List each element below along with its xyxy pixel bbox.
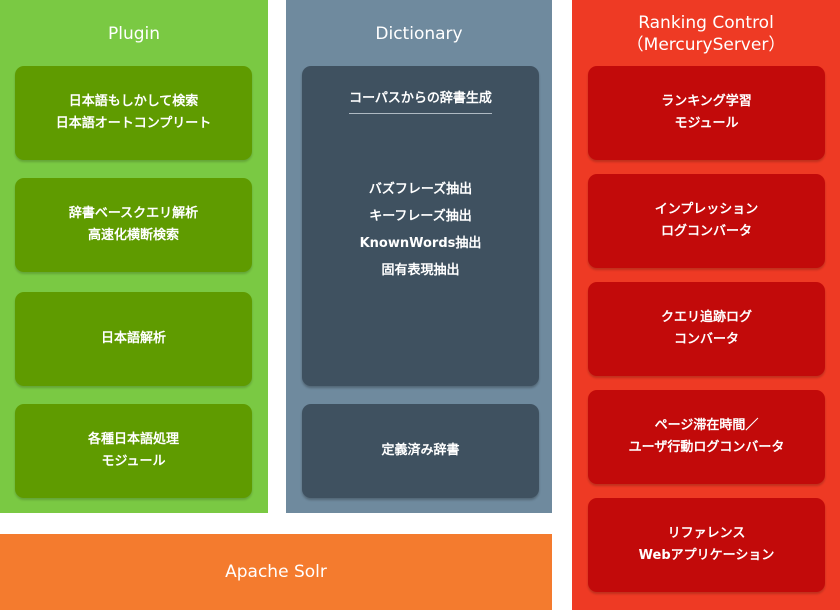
ranking-column: Ranking Control （MercuryServer） ランキング学習 … bbox=[572, 0, 840, 610]
dictionary-box-corpus: コーパスからの辞書生成 バズフレーズ抽出 キーフレーズ抽出 KnownWords… bbox=[302, 66, 539, 386]
ranking-box-query-tracking: クエリ追跡ログ コンバータ bbox=[588, 282, 825, 376]
box-line: 定義済み辞書 bbox=[381, 443, 460, 458]
ranking-title: Ranking Control （MercuryServer） bbox=[572, 12, 840, 56]
box-line: 高速化横断検索 bbox=[87, 228, 179, 243]
corpus-item: キーフレーズ抽出 bbox=[369, 209, 472, 224]
box-line: リファレンス bbox=[667, 526, 746, 541]
box-line: 各種日本語処理 bbox=[87, 432, 179, 447]
box-line: コンバータ bbox=[673, 332, 739, 347]
box-line: 日本語もしかして検索 bbox=[68, 94, 199, 109]
plugin-box-autocomplete: 日本語もしかして検索 日本語オートコンプリート bbox=[15, 66, 252, 160]
box-line: 辞書ベースクエリ解析 bbox=[68, 206, 199, 221]
ranking-box-dwell-time: ページ滞在時間／ ユーザ行動ログコンバータ bbox=[588, 390, 825, 484]
dictionary-box-defined: 定義済み辞書 bbox=[302, 404, 539, 498]
plugin-title: Plugin bbox=[107, 24, 161, 44]
corpus-item: KnownWords抽出 bbox=[359, 236, 482, 251]
solr-label: Apache Solr bbox=[225, 562, 327, 582]
plugin-box-query-analysis: 辞書ベースクエリ解析 高速化横断検索 bbox=[15, 178, 252, 272]
box-line: モジュール bbox=[674, 116, 739, 131]
ranking-box-impression: インプレッション ログコンバータ bbox=[588, 174, 825, 268]
corpus-heading: コーパスからの辞書生成 bbox=[349, 88, 492, 114]
dictionary-title: Dictionary bbox=[375, 24, 463, 44]
corpus-item: バズフレーズ抽出 bbox=[368, 182, 473, 197]
box-line: Webアプリケーション bbox=[638, 548, 775, 563]
apache-solr-bar: Apache Solr bbox=[0, 534, 552, 610]
ranking-box-learning: ランキング学習 モジュール bbox=[588, 66, 825, 160]
corpus-item-list: バズフレーズ抽出 キーフレーズ抽出 KnownWords抽出 固有表現抽出 bbox=[360, 176, 482, 284]
box-line: モジュール bbox=[101, 454, 166, 469]
ranking-title-line: Ranking Control bbox=[638, 13, 774, 33]
plugin-box-japanese-modules: 各種日本語処理 モジュール bbox=[15, 404, 252, 498]
corpus-item: 固有表現抽出 bbox=[381, 263, 460, 278]
box-line: 日本語オートコンプリート bbox=[55, 116, 212, 131]
box-line: クエリ追跡ログ bbox=[660, 310, 752, 325]
ranking-box-reference: リファレンス Webアプリケーション bbox=[588, 498, 825, 592]
box-line: ページ滞在時間／ bbox=[654, 418, 759, 433]
dictionary-column: Dictionary コーパスからの辞書生成 バズフレーズ抽出 キーフレーズ抽出… bbox=[286, 0, 552, 513]
ranking-title-line: （MercuryServer） bbox=[626, 35, 786, 55]
box-line: ログコンバータ bbox=[660, 224, 752, 239]
box-line: 日本語解析 bbox=[100, 331, 166, 346]
plugin-box-japanese-analysis: 日本語解析 bbox=[15, 292, 252, 386]
plugin-column: Plugin 日本語もしかして検索 日本語オートコンプリート 辞書ベースクエリ解… bbox=[0, 0, 268, 513]
box-line: インプレッション bbox=[654, 202, 759, 217]
box-line: ユーザ行動ログコンバータ bbox=[628, 440, 785, 455]
box-line: ランキング学習 bbox=[661, 94, 752, 109]
